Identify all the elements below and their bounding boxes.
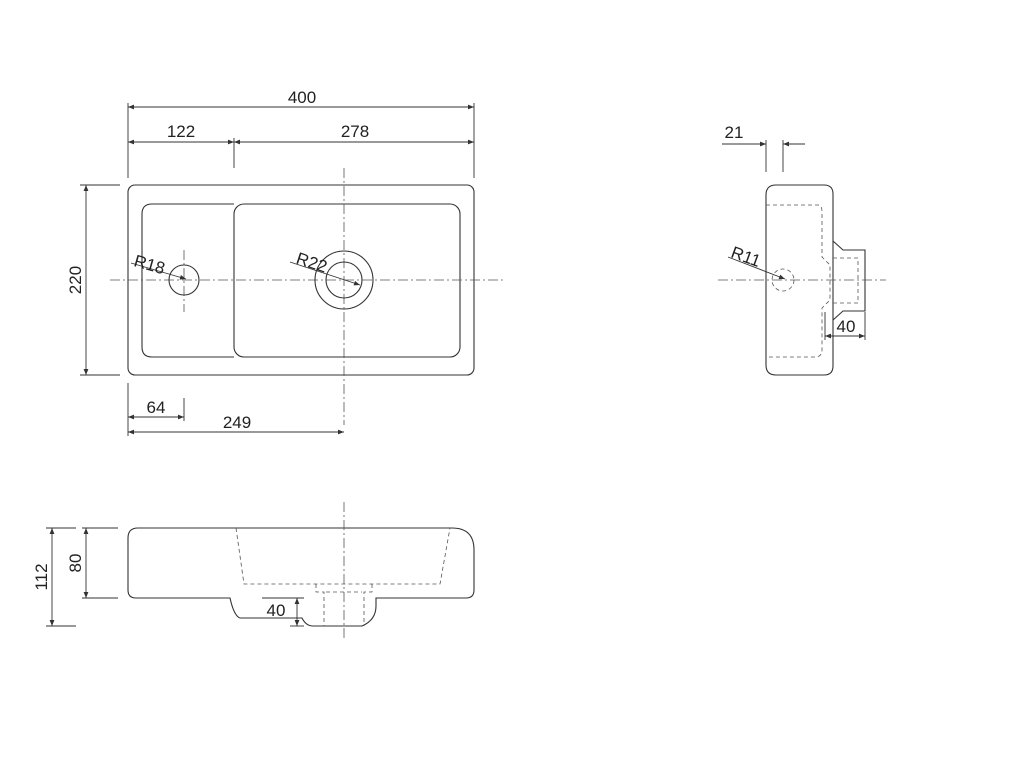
left-hole-radius-leader (130, 262, 187, 280)
side-inner-bowl-hidden (766, 204, 831, 358)
dim-122-label: 122 (167, 122, 195, 141)
dim-220-label: 220 (66, 266, 85, 294)
dim-249-label: 249 (223, 413, 251, 432)
side-outlet-outline (832, 240, 866, 321)
dim-64-label: 64 (147, 398, 166, 417)
dim-21-label: 21 (725, 123, 744, 142)
left-deck-outline (141, 203, 234, 358)
drain-hole-outer (314, 250, 374, 310)
main-hole-radius-label: R22 (294, 249, 330, 277)
front-inner-bowl-hidden (235, 527, 451, 585)
dim-278-label: 278 (341, 122, 369, 141)
dim-80-label: 80 (66, 554, 85, 573)
front-view: 112 80 40 (32, 502, 475, 638)
side-view: R11 21 40 (718, 123, 886, 376)
dim-40-side-label: 40 (837, 317, 856, 336)
drain-hole-inner (325, 261, 363, 299)
left-hole-radius-label: R18 (132, 251, 167, 278)
dim-40-front-label: 40 (267, 601, 286, 620)
side-body-outline (765, 184, 834, 376)
dim-400-label: 400 (288, 88, 316, 107)
dim-112-label: 112 (32, 563, 51, 590)
top-view: R18 R22 400 122 278 220 64 249 (66, 88, 506, 436)
side-outlet-hidden (833, 257, 859, 304)
side-hole (771, 268, 795, 292)
bowl-outline (233, 203, 461, 358)
main-hole-radius-leader (289, 261, 361, 286)
side-hole-radius-label: R11 (729, 243, 764, 271)
left-tap-hole (168, 264, 200, 296)
side-hole-radius-leader (727, 256, 786, 280)
front-body-outline (127, 527, 475, 627)
